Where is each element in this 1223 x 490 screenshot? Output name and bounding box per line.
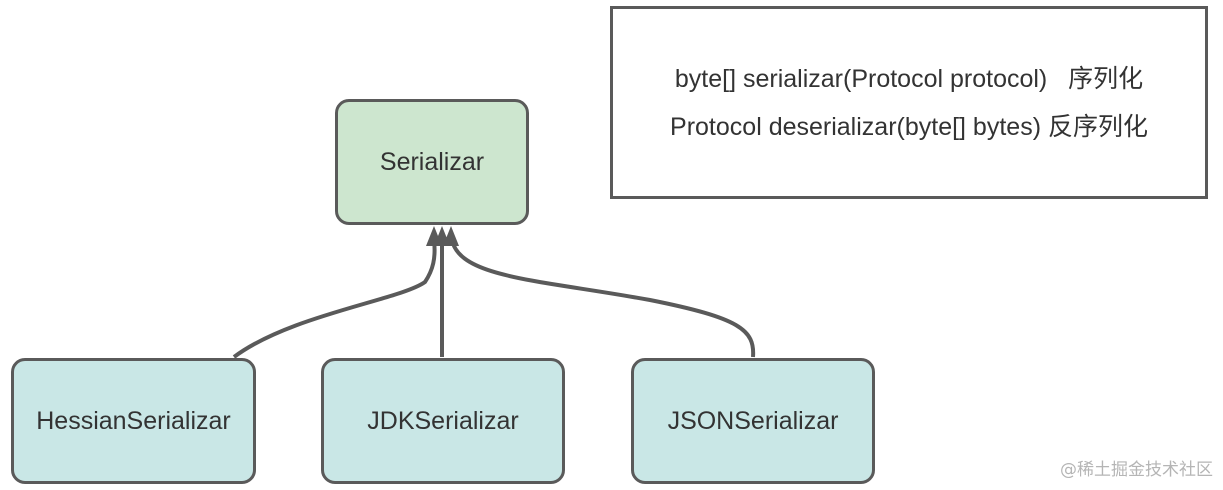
json-serializar-label: JSONSerializar bbox=[667, 406, 839, 435]
method-note-box: byte[] serializar(Protocol protocol) 序列化… bbox=[610, 6, 1208, 199]
connector-json-to-serializar bbox=[450, 239, 756, 358]
arrowhead-json bbox=[443, 226, 459, 246]
watermark-text: @稀土掘金技术社区 bbox=[1060, 460, 1213, 480]
serializar-node: Serializar bbox=[335, 99, 529, 225]
jdk-serializar-label: JDKSerializar bbox=[367, 406, 519, 435]
hessian-serializar-node: HessianSerializar bbox=[11, 358, 256, 484]
hessian-serializar-label: HessianSerializar bbox=[36, 406, 231, 435]
serializar-label: Serializar bbox=[379, 147, 485, 176]
deserialize-method-line: Protocol deserializar(byte[] bytes) 反序列化 bbox=[670, 112, 1148, 141]
serialize-method-line: byte[] serializar(Protocol protocol) 序列化 bbox=[674, 64, 1144, 93]
jdk-serializar-node: JDKSerializar bbox=[321, 358, 565, 484]
connector-hessian-to-serializar bbox=[232, 239, 437, 359]
json-serializar-node: JSONSerializar bbox=[631, 358, 875, 484]
